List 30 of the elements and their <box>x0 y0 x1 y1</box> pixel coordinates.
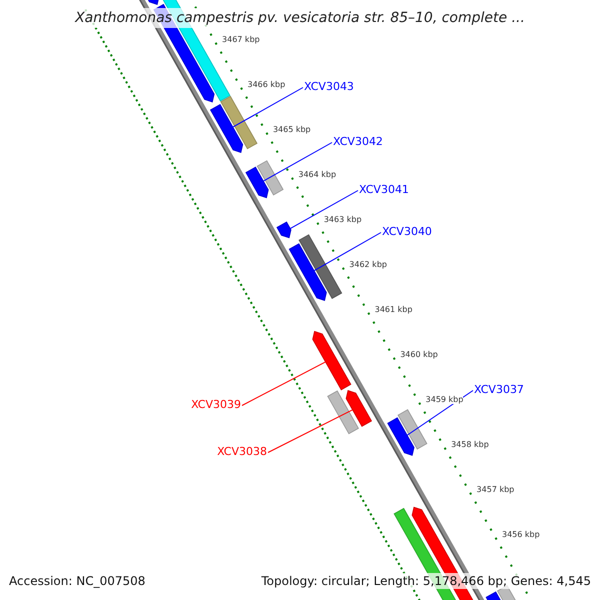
gene-bar <box>288 243 327 301</box>
gene-label: XCV3042 <box>333 136 383 147</box>
gene-label: XCV3041 <box>359 184 409 195</box>
leader-line <box>290 190 358 230</box>
leader-line <box>232 87 304 128</box>
leader-line <box>406 390 474 436</box>
gene-bar <box>245 166 269 198</box>
gene-bar <box>387 417 414 456</box>
gene-bar <box>346 390 372 427</box>
gene-bar <box>276 221 292 238</box>
scale-label: 3458 kbp <box>451 441 489 450</box>
scale-label: 3467 kbp <box>222 36 260 44</box>
gene-bar <box>312 330 352 390</box>
gene-label: XCV3037 <box>474 384 524 395</box>
gene-label: XCV3039 <box>191 399 241 410</box>
gene-label: XCV3040 <box>382 226 432 237</box>
scale-label: 3460 kbp <box>400 351 438 360</box>
leader-line <box>314 232 382 272</box>
scale-label: 3456 kbp <box>502 531 540 540</box>
scale-label: 3465 kbp <box>272 126 311 134</box>
gene-label: XCV3043 <box>304 81 354 92</box>
leader-line <box>268 409 354 453</box>
scale-label: 3463 kbp <box>324 216 362 224</box>
leader-line <box>242 361 326 406</box>
leader-line <box>262 142 332 182</box>
gene-label: XCV3038 <box>217 446 267 457</box>
gene-bar <box>210 104 244 153</box>
scale-label: 3457 kbp <box>476 486 514 494</box>
scale-label: 3461 kbp <box>374 306 412 314</box>
scale-label: 3464 kbp <box>298 171 336 180</box>
